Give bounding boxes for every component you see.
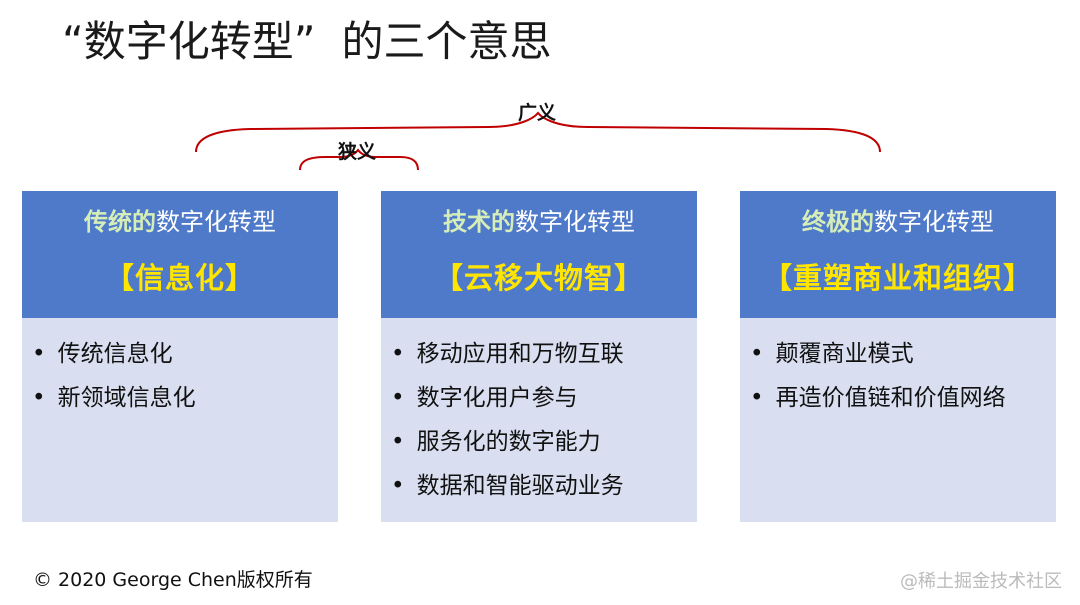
wide-bracket	[195, 111, 881, 153]
card-subtitle: 技术的数字化转型	[381, 202, 697, 237]
title-rest: 的三个意思	[341, 17, 552, 66]
list-item: 再造价值链和价值网络	[750, 376, 1056, 420]
copyright-notice: © 2020 George Chen版权所有	[33, 569, 313, 591]
card-header: 传统的数字化转型 【信息化】	[22, 191, 338, 318]
narrow-bracket	[299, 148, 419, 171]
card-traditional: 传统的数字化转型 【信息化】 传统信息化 新领域信息化	[22, 191, 338, 522]
list-item: 颠覆商业模式	[750, 332, 1056, 376]
wide-scope-label: 广义	[518, 102, 557, 124]
card-subtitle: 传统的数字化转型	[22, 202, 338, 237]
list-item: 新领域信息化	[32, 376, 338, 420]
list-item: 数据和智能驱动业务	[391, 464, 697, 508]
narrow-scope-label: 狭义	[338, 141, 377, 163]
card-subtitle-suffix: 数字化转型	[515, 208, 635, 236]
card-subtitle: 终极的数字化转型	[740, 202, 1056, 237]
card-ultimate: 终极的数字化转型 【重塑商业和组织】 颠覆商业模式 再造价值链和价值网络	[740, 191, 1056, 522]
scope-brackets	[195, 111, 881, 171]
page-title: “数字化转型” 的三个意思	[62, 14, 552, 70]
card-technical: 技术的数字化转型 【云移大物智】 移动应用和万物互联 数字化用户参与 服务化的数…	[381, 191, 697, 522]
card-subtitle-prefix: 终极的	[802, 208, 874, 236]
list-item: 移动应用和万物互联	[391, 332, 697, 376]
watermark: @稀土掘金技术社区	[900, 571, 1062, 592]
card-headline: 【重塑商业和组织】	[762, 261, 1033, 295]
title-quoted: “数字化转型”	[62, 17, 316, 66]
card-subtitle-suffix: 数字化转型	[156, 208, 276, 236]
card-item-list: 传统信息化 新领域信息化	[22, 318, 338, 420]
card-header: 技术的数字化转型 【云移大物智】	[381, 191, 697, 318]
card-subtitle-prefix: 传统的	[84, 208, 156, 236]
list-item: 数字化用户参与	[391, 376, 697, 420]
card-header: 终极的数字化转型 【重塑商业和组织】	[740, 191, 1056, 318]
card-headline: 【信息化】	[104, 261, 255, 295]
card-item-list: 移动应用和万物互联 数字化用户参与 服务化的数字能力 数据和智能驱动业务	[381, 318, 697, 508]
list-item: 传统信息化	[32, 332, 338, 376]
card-headline: 【云移大物智】	[433, 261, 644, 295]
list-item: 服务化的数字能力	[391, 420, 697, 464]
card-subtitle-suffix: 数字化转型	[874, 208, 994, 236]
card-item-list: 颠覆商业模式 再造价值链和价值网络	[740, 318, 1056, 420]
card-subtitle-prefix: 技术的	[443, 208, 515, 236]
